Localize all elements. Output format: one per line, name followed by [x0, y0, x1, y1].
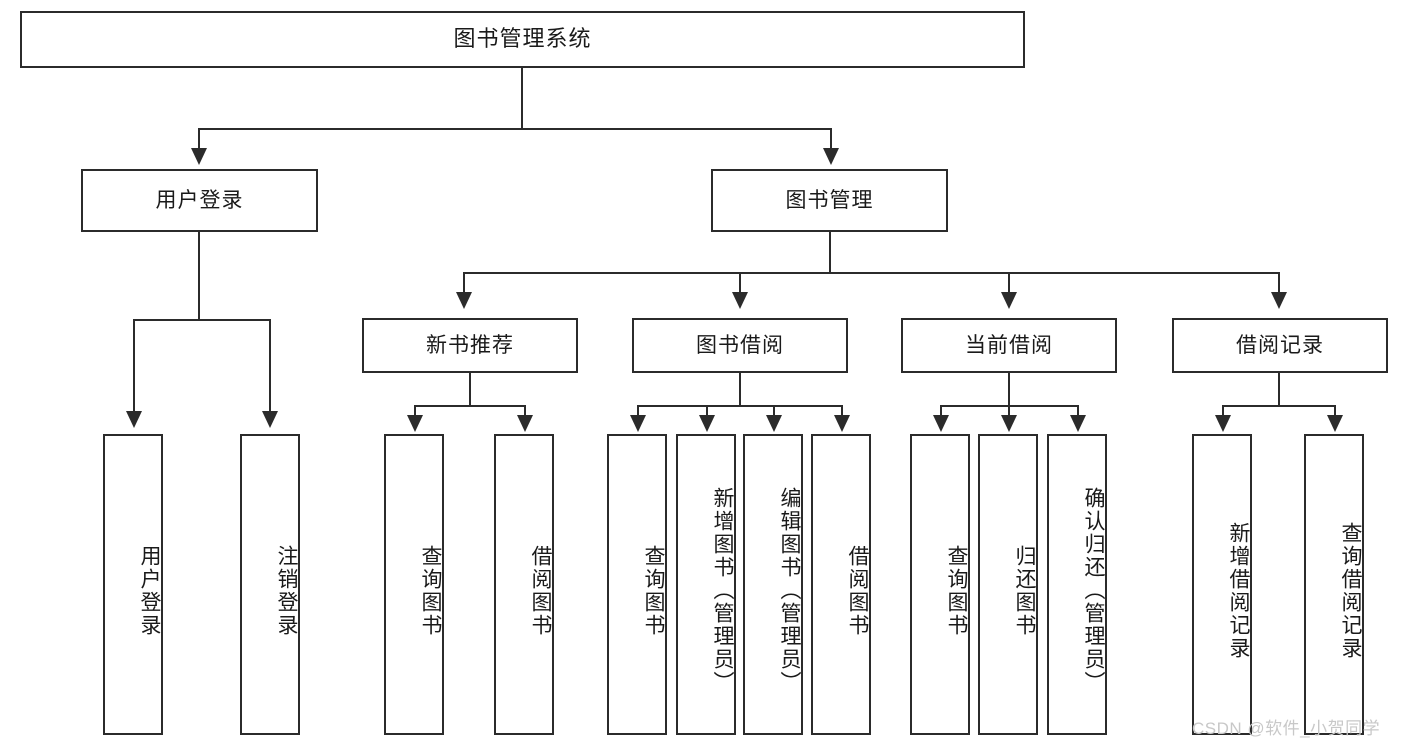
- connector-nbr-leaf-2: [524, 405, 526, 417]
- leaf-nbr-query-book[interactable]: 查询图书: [384, 434, 444, 735]
- connector-nbr-leaf-1: [414, 405, 416, 417]
- connector-borrow-record-stem: [1278, 373, 1280, 407]
- node-label: 查询借阅记录: [1339, 521, 1362, 660]
- leaf-bb-query-book[interactable]: 查询图书: [607, 434, 667, 735]
- connector-br-leaf-1: [1222, 405, 1224, 417]
- node-label: 编辑图书（管理员）: [778, 487, 801, 694]
- connector-to-book-borrow: [739, 272, 741, 295]
- connector-user-login-stem: [198, 232, 200, 321]
- node-label: 查询图书: [419, 544, 442, 637]
- connector-book-management-stem: [829, 232, 831, 274]
- connector-root-stem: [521, 68, 523, 129]
- arrowhead-to-login: [126, 411, 142, 428]
- connector-borrow-record-bus: [1222, 405, 1336, 407]
- connector-new-book-recommend-bus: [414, 405, 526, 407]
- arrowhead-bb-leaf-4: [834, 415, 850, 432]
- arrowhead-to-logout: [262, 411, 278, 428]
- arrowhead-cb-leaf-2: [1001, 415, 1017, 432]
- arrowhead-br-leaf-1: [1215, 415, 1231, 432]
- arrowhead-nbr-leaf-2: [517, 415, 533, 432]
- leaf-user-login[interactable]: 用户登录: [103, 434, 163, 735]
- node-label: 查询图书: [945, 544, 968, 637]
- arrowhead-nbr-leaf-1: [407, 415, 423, 432]
- node-book-management[interactable]: 图书管理: [711, 169, 948, 232]
- node-label: 新书推荐: [426, 333, 514, 357]
- node-label: 用户登录: [155, 188, 244, 212]
- connector-book-borrow-stem: [739, 373, 741, 407]
- connector-level3-bus: [463, 272, 1279, 274]
- connector-br-leaf-2: [1334, 405, 1336, 417]
- connector-cb-leaf-2: [1008, 405, 1010, 417]
- arrowhead-bb-leaf-1: [630, 415, 646, 432]
- node-label: 图书管理系统: [453, 26, 592, 52]
- arrowhead-to-current-borrow: [1001, 292, 1017, 309]
- node-label: 归还图书: [1013, 544, 1036, 637]
- connector-to-user-login: [198, 128, 200, 151]
- connector-to-new-book-recommend: [463, 272, 465, 295]
- node-borrow-record[interactable]: 借阅记录: [1172, 318, 1388, 373]
- arrowhead-bb-leaf-2: [699, 415, 715, 432]
- node-label: 新增借阅记录: [1227, 521, 1250, 660]
- node-label: 借阅图书: [846, 544, 869, 637]
- leaf-logout[interactable]: 注销登录: [240, 434, 300, 735]
- node-label: 查询图书: [642, 544, 665, 637]
- node-label: 图书管理: [785, 188, 874, 212]
- connector-book-borrow-bus: [637, 405, 843, 407]
- node-label: 确认归还（管理员）: [1082, 487, 1105, 694]
- arrowhead-bb-leaf-3: [766, 415, 782, 432]
- leaf-br-add-record[interactable]: 新增借阅记录: [1192, 434, 1252, 735]
- arrowhead-cb-leaf-1: [933, 415, 949, 432]
- connector-to-current-borrow: [1008, 272, 1010, 295]
- connector-cb-leaf-1: [940, 405, 942, 417]
- node-label: 注销登录: [275, 544, 298, 637]
- arrowhead-to-borrow-record: [1271, 292, 1287, 309]
- connector-bb-leaf-3: [773, 405, 775, 417]
- connector-new-book-recommend-stem: [469, 373, 471, 407]
- leaf-cb-return-book[interactable]: 归还图书: [978, 434, 1038, 735]
- csdn-watermark: CSDN @软件_小贺同学: [1192, 719, 1381, 738]
- node-label: 图书借阅: [696, 333, 784, 357]
- node-label: 借阅图书: [529, 544, 552, 637]
- connector-to-login: [133, 319, 135, 414]
- connector-user-login-bus: [133, 319, 270, 321]
- leaf-bb-edit-book-admin[interactable]: 编辑图书（管理员）: [743, 434, 803, 735]
- leaf-br-query-record[interactable]: 查询借阅记录: [1304, 434, 1364, 735]
- node-book-borrow[interactable]: 图书借阅: [632, 318, 848, 373]
- connector-to-logout: [269, 319, 271, 414]
- leaf-cb-query-book[interactable]: 查询图书: [910, 434, 970, 735]
- connector-cb-leaf-3: [1077, 405, 1079, 417]
- node-root-book-management-system[interactable]: 图书管理系统: [20, 11, 1025, 68]
- node-new-book-recommend[interactable]: 新书推荐: [362, 318, 578, 373]
- connector-to-borrow-record: [1278, 272, 1280, 295]
- leaf-cb-confirm-return-admin[interactable]: 确认归还（管理员）: [1047, 434, 1107, 735]
- connector-bb-leaf-4: [841, 405, 843, 417]
- connector-current-borrow-stem: [1008, 373, 1010, 407]
- connector-bb-leaf-1: [637, 405, 639, 417]
- node-label: 用户登录: [138, 544, 161, 637]
- node-user-login[interactable]: 用户登录: [81, 169, 318, 232]
- leaf-nbr-borrow-book[interactable]: 借阅图书: [494, 434, 554, 735]
- node-label: 当前借阅: [965, 333, 1053, 357]
- arrowhead-br-leaf-2: [1327, 415, 1343, 432]
- leaf-bb-add-book-admin[interactable]: 新增图书（管理员）: [676, 434, 736, 735]
- connector-root-bus: [198, 128, 832, 130]
- node-label: 新增图书（管理员）: [711, 487, 734, 694]
- arrowhead-to-user-login: [191, 148, 207, 165]
- arrowhead-to-book-management: [823, 148, 839, 165]
- node-current-borrow[interactable]: 当前借阅: [901, 318, 1117, 373]
- arrowhead-to-book-borrow: [732, 292, 748, 309]
- arrowhead-cb-leaf-3: [1070, 415, 1086, 432]
- arrowhead-to-new-book-recommend: [456, 292, 472, 309]
- connector-to-book-management: [830, 128, 832, 151]
- node-label: 借阅记录: [1236, 333, 1324, 357]
- leaf-bb-borrow-book[interactable]: 借阅图书: [811, 434, 871, 735]
- connector-bb-leaf-2: [706, 405, 708, 417]
